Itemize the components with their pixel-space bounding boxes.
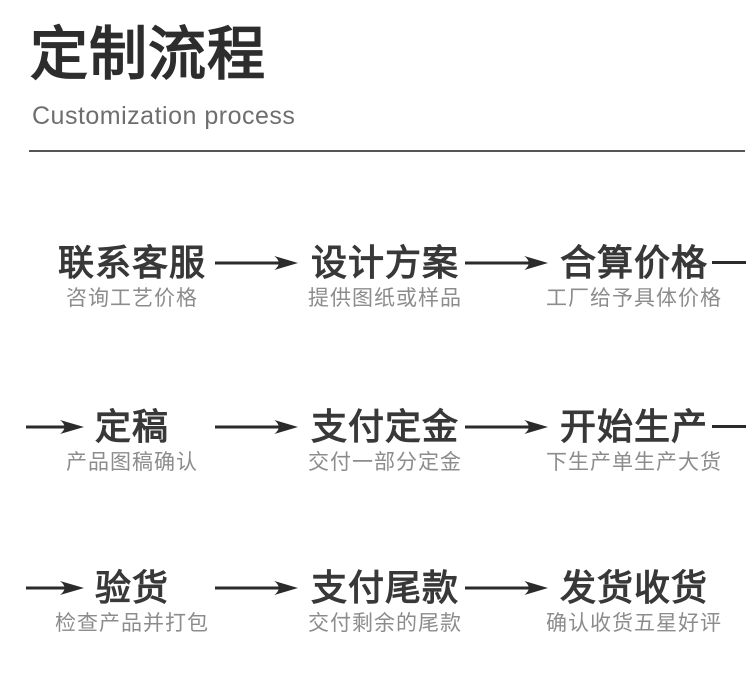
- step-inspect-goods: 验货 检查产品并打包: [12, 567, 252, 636]
- step-pay-balance: 支付尾款 交付剩余的尾款: [265, 567, 505, 636]
- page-title: 定制流程: [30, 22, 267, 87]
- step-subtitle: 确认收货五星好评: [546, 612, 722, 635]
- arrow-right-icon: [465, 581, 548, 595]
- flow-row-1: 联系客服 咨询工艺价格 设计方案 提供图纸或样品 合算价格 工厂给予具体价格: [0, 238, 750, 348]
- step-title: 开始生产: [559, 406, 708, 447]
- header-divider: [29, 150, 745, 152]
- flow-continuation-line: [712, 425, 746, 428]
- step-subtitle: 工厂给予具体价格: [546, 287, 722, 310]
- step-title: 定稿: [94, 406, 169, 447]
- step-subtitle: 产品图稿确认: [66, 451, 198, 474]
- step-ship-receive: 发货收货 确认收货五星好评: [514, 567, 750, 636]
- step-subtitle: 交付剩余的尾款: [308, 612, 462, 635]
- step-subtitle: 咨询工艺价格: [66, 287, 198, 310]
- step-title: 合算价格: [559, 242, 708, 283]
- page-subtitle: Customization process: [32, 102, 296, 130]
- step-pay-deposit: 支付定金 交付一部分定金: [265, 406, 505, 475]
- step-subtitle: 交付一部分定金: [308, 451, 462, 474]
- step-subtitle: 提供图纸或样品: [308, 287, 462, 310]
- step-contact-service: 联系客服 咨询工艺价格: [12, 242, 252, 311]
- step-start-production: 开始生产 下生产单生产大货: [514, 406, 750, 475]
- flow-continuation-line: [712, 261, 746, 264]
- flow-row-2: 定稿 产品图稿确认 支付定金 交付一部分定金 开始生产 下生产单生产大货: [0, 402, 750, 512]
- step-design-plan: 设计方案 提供图纸或样品: [265, 242, 505, 311]
- arrow-right-icon: [215, 581, 298, 595]
- step-calculate-price: 合算价格 工厂给予具体价格: [514, 242, 750, 311]
- arrow-right-icon: [465, 420, 548, 434]
- arrow-right-icon: [215, 256, 298, 270]
- row-start-arrow-icon: [26, 420, 84, 434]
- step-title: 支付定金: [310, 406, 459, 447]
- step-title: 发货收货: [559, 567, 708, 608]
- step-title: 联系客服: [57, 242, 206, 283]
- row-start-arrow-icon: [26, 581, 84, 595]
- arrow-right-icon: [465, 256, 548, 270]
- step-title: 设计方案: [310, 242, 459, 283]
- step-title: 验货: [94, 567, 169, 608]
- step-subtitle: 检查产品并打包: [55, 612, 209, 635]
- arrow-right-icon: [215, 420, 298, 434]
- step-subtitle: 下生产单生产大货: [546, 451, 722, 474]
- step-finalize-draft: 定稿 产品图稿确认: [12, 406, 252, 475]
- step-title: 支付尾款: [310, 567, 459, 608]
- flow-row-3: 验货 检查产品并打包 支付尾款 交付剩余的尾款 发货收货 确认收货五星好评: [0, 563, 750, 673]
